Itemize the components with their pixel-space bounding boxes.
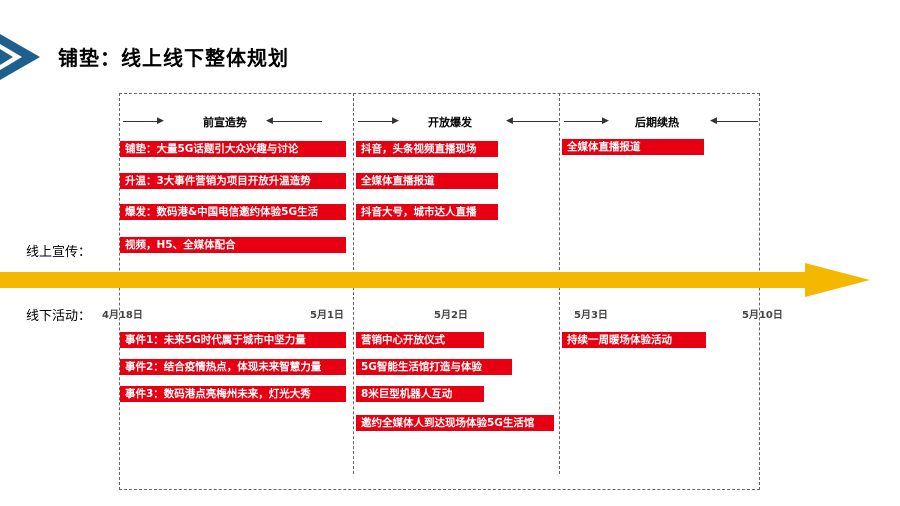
phase-arrow-line — [714, 121, 758, 122]
offline-tag: 事件1：未来5G时代属于城市中坚力量 — [120, 332, 346, 348]
online-tag: 抖音大号，城市达人直播 — [356, 204, 498, 220]
arrow-right-icon: ▶ — [392, 116, 399, 126]
date-label: 5月1日 — [310, 310, 344, 321]
date-label: 5月10日 — [742, 310, 783, 321]
timeline-frame — [119, 93, 760, 490]
offline-tag: 8米巨型机器人互动 — [356, 386, 484, 402]
phase-label: 后期续热 — [635, 116, 679, 129]
date-label: 5月2日 — [434, 310, 468, 321]
offline-tag: 5G智能生活馆打造与体验 — [356, 359, 512, 375]
online-tag: 升温：3大事件营销为项目开放升温造势 — [120, 173, 346, 189]
date-label: 4月18日 — [102, 310, 143, 321]
phase-label: 前宣造势 — [203, 116, 247, 129]
offline-tag: 事件2：结合疫情热点，体现未来智慧力量 — [120, 359, 346, 375]
blue-triangle-icon — [0, 34, 40, 80]
offline-row-label: 线下活动： — [26, 309, 92, 324]
offline-tag: 营销中心开放仪式 — [356, 332, 484, 348]
phase-arrow-line — [510, 121, 558, 122]
page-title: 铺垫：线上线下整体规划 — [58, 46, 289, 70]
offline-tag: 持续一周暖场体验活动 — [562, 332, 706, 348]
online-tag: 全媒体直播报道 — [562, 139, 704, 155]
online-row-label: 线上宣传： — [26, 245, 92, 260]
offline-tag: 事件3：数码港点亮梅州未来，灯光大秀 — [120, 386, 346, 402]
date-label: 5月3日 — [574, 310, 608, 321]
arrow-left-icon: ◀ — [266, 116, 273, 126]
online-tag: 爆发：数码港&中国电信邀约体验5G生活 — [120, 204, 346, 220]
online-tag: 抖音，头条视频直播现场 — [356, 141, 498, 157]
online-tag: 铺垫：大量5G话题引大众兴趣与讨论 — [120, 141, 346, 157]
arrow-left-icon: ◀ — [506, 116, 513, 126]
arrow-right-icon: ▶ — [157, 116, 164, 126]
offline-tag: 邀约全媒体人到达现场体验5G生活馆 — [356, 415, 554, 431]
online-tag: 全媒体直播报道 — [356, 173, 498, 189]
phase-arrow-line — [564, 121, 606, 122]
phase-arrow-line — [270, 121, 322, 122]
timeline-arrow — [0, 263, 870, 297]
arrow-left-icon: ◀ — [710, 116, 717, 126]
phase-arrow-line — [123, 121, 161, 122]
phase-arrow-line — [358, 121, 396, 122]
online-tag: 视频，H5、全媒体配合 — [120, 237, 346, 253]
phase-label: 开放爆发 — [428, 116, 472, 129]
arrow-right-icon: ▶ — [602, 116, 609, 126]
